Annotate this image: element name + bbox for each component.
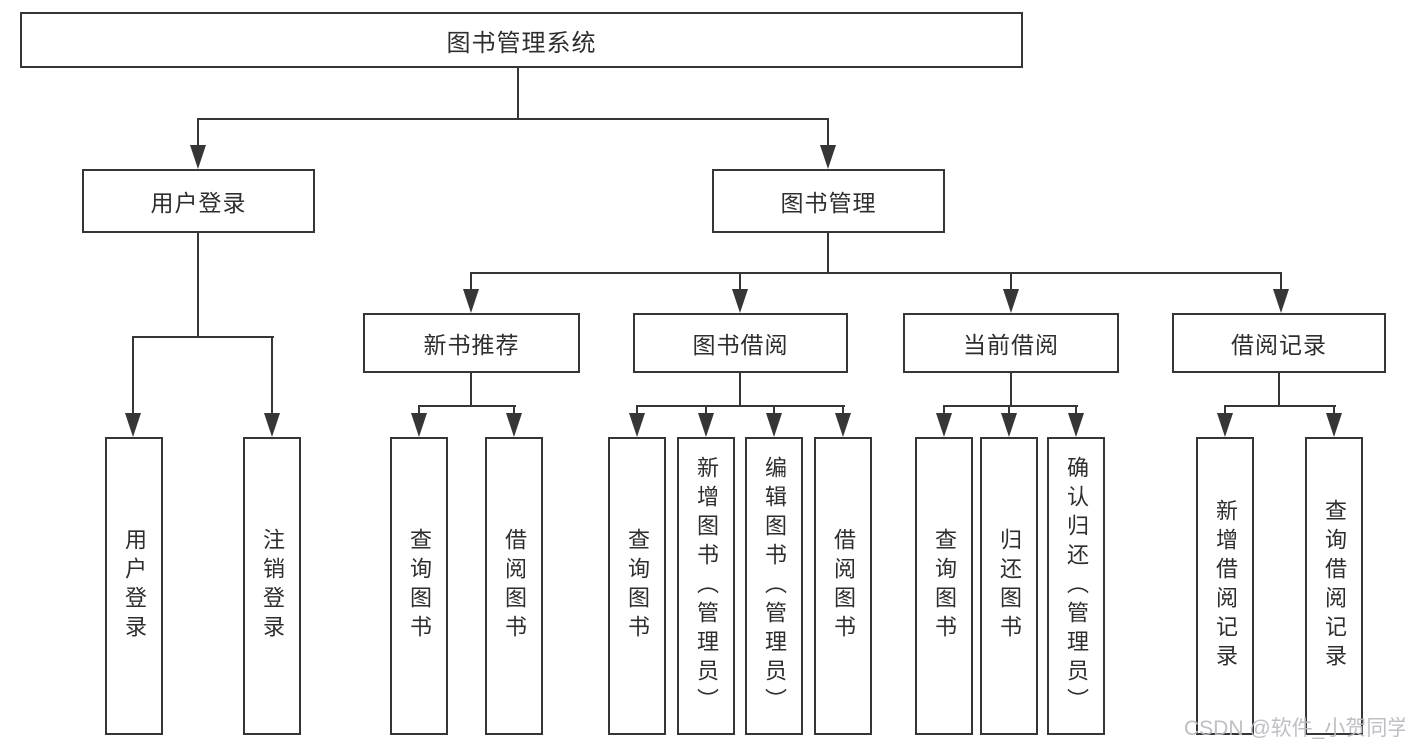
connector-vline [1278,373,1280,407]
leaf-query-books-borrowing: 查询图书 [608,437,666,735]
arrowhead-down-icon [1217,413,1233,437]
leaf-return-books: 归还图书 [980,437,1038,735]
arrowhead-down-icon [698,413,714,437]
arrowhead-down-icon [463,289,479,313]
connector-vline [827,118,829,150]
arrowhead-down-icon [506,413,522,437]
node-book-management: 图书管理 [712,169,945,233]
leaf-logout-login: 注销登录 [243,437,301,735]
connector-vline [943,405,945,415]
connector-vline [1224,405,1226,415]
leaf-borrow-books-borrowing: 借阅图书 [814,437,872,735]
connector-hline [470,272,1282,274]
connector-vline [636,405,638,415]
arrowhead-down-icon [125,413,141,437]
leaf-edit-books-admin: 编辑图书（管理员） [745,437,803,735]
connector-vline [271,336,273,416]
arrowhead-down-icon [1001,413,1017,437]
connector-vline [1008,405,1010,415]
connector-vline [470,373,472,407]
arrowhead-down-icon [264,413,280,437]
leaf-query-borrow-record: 查询借阅记录 [1305,437,1363,735]
connector-hline [636,405,845,407]
arrowhead-down-icon [1068,413,1084,437]
node-library-management-system: 图书管理系统 [20,12,1023,68]
leaf-borrow-books-recommend: 借阅图书 [485,437,543,735]
leaf-query-books-recommend: 查询图书 [390,437,448,735]
arrowhead-down-icon [1326,413,1342,437]
connector-vline [705,405,707,415]
connector-hline [1224,405,1336,407]
connector-hline [132,336,274,338]
connector-vline [513,405,515,415]
connector-vline [1075,405,1077,415]
connector-vline [418,405,420,415]
connector-vline [132,336,134,416]
leaf-add-borrow-record: 新增借阅记录 [1196,437,1254,735]
leaf-user-login: 用户登录 [105,437,163,735]
node-current-borrowing: 当前借阅 [903,313,1119,373]
arrowhead-down-icon [732,289,748,313]
connector-vline [1010,272,1012,292]
leaf-confirm-return-admin: 确认归还（管理员） [1047,437,1105,735]
connector-hline [197,118,829,120]
connector-vline [197,118,199,150]
csdn-watermark: CSDN @软件_小贺同学 [1184,717,1405,740]
connector-vline [739,373,741,407]
arrowhead-down-icon [1273,289,1289,313]
connector-hline [418,405,516,407]
node-borrow-records: 借阅记录 [1172,313,1386,373]
connector-vline [517,68,519,120]
leaf-add-books-admin: 新增图书（管理员） [677,437,735,735]
arrowhead-down-icon [820,145,836,169]
node-book-borrowing: 图书借阅 [633,313,848,373]
connector-vline [842,405,844,415]
connector-vline [1280,272,1282,292]
connector-hline [943,405,1078,407]
connector-vline [773,405,775,415]
connector-vline [197,233,199,336]
connector-vline [739,272,741,292]
connector-vline [827,233,829,274]
node-user-login: 用户登录 [82,169,315,233]
arrowhead-down-icon [835,413,851,437]
connector-vline [1333,405,1335,415]
arrowhead-down-icon [766,413,782,437]
arrowhead-down-icon [1003,289,1019,313]
leaf-query-books-current: 查询图书 [915,437,973,735]
node-new-book-recommend: 新书推荐 [363,313,580,373]
arrowhead-down-icon [629,413,645,437]
arrowhead-down-icon [190,145,206,169]
arrowhead-down-icon [936,413,952,437]
connector-vline [1010,373,1012,407]
connector-vline [470,272,472,292]
arrowhead-down-icon [411,413,427,437]
